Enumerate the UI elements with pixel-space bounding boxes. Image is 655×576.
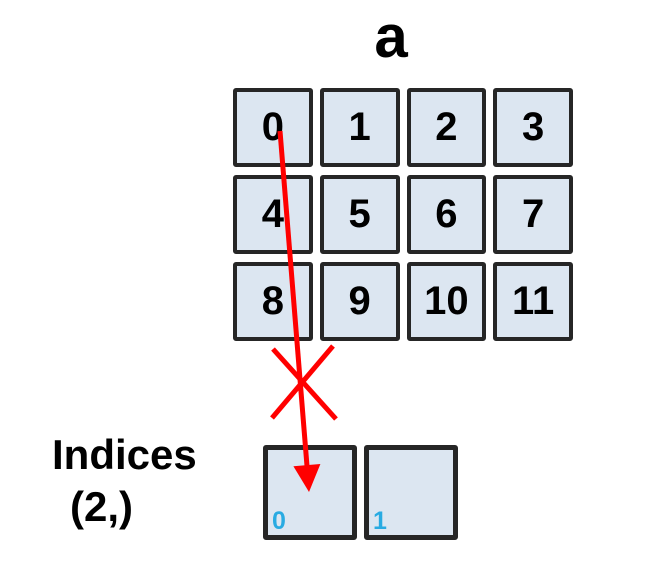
array-cell-1: 1 xyxy=(319,88,400,167)
array-cell-value: 3 xyxy=(522,105,545,149)
array-cell-0: 0 xyxy=(233,88,313,167)
array-cell-10: 10 xyxy=(406,262,487,341)
array-cell-6: 6 xyxy=(406,175,487,254)
array-cell-value: 2 xyxy=(435,105,458,149)
array-cell-value: 5 xyxy=(348,192,371,236)
array-cell-value: 7 xyxy=(522,192,545,236)
array-cell-value: 9 xyxy=(348,279,371,323)
result-index-label: 0 xyxy=(272,507,286,535)
array-cell-8: 8 xyxy=(233,262,313,341)
indices-shape-label: (2,) xyxy=(70,483,133,530)
invalid-cross-icon xyxy=(270,344,338,421)
indices-caption-label: Indices xyxy=(52,431,197,478)
result-cell-0: 0 xyxy=(263,445,357,540)
array-cell-value: 1 xyxy=(348,105,371,149)
array-cell-value: 11 xyxy=(511,279,555,323)
array-cell-2: 2 xyxy=(406,88,487,167)
array-cell-7: 7 xyxy=(493,175,573,254)
result-index-label: 1 xyxy=(373,507,387,535)
array-grid: 0 1 2 3 4 5 6 7 8 9 10 11 xyxy=(233,88,573,341)
array-cell-11: 11 xyxy=(493,262,573,341)
array-cell-value: 6 xyxy=(435,192,458,236)
array-cell-5: 5 xyxy=(319,175,400,254)
result-cell-1: 1 xyxy=(364,445,458,540)
array-cell-value: 0 xyxy=(261,105,284,149)
array-title: a xyxy=(374,3,408,70)
array-cell-value: 8 xyxy=(261,279,284,323)
array-cell-value: 10 xyxy=(424,279,469,323)
array-cell-value: 4 xyxy=(261,192,284,236)
array-cell-4: 4 xyxy=(233,175,313,254)
array-cell-3: 3 xyxy=(493,88,573,167)
array-cell-9: 9 xyxy=(319,262,400,341)
